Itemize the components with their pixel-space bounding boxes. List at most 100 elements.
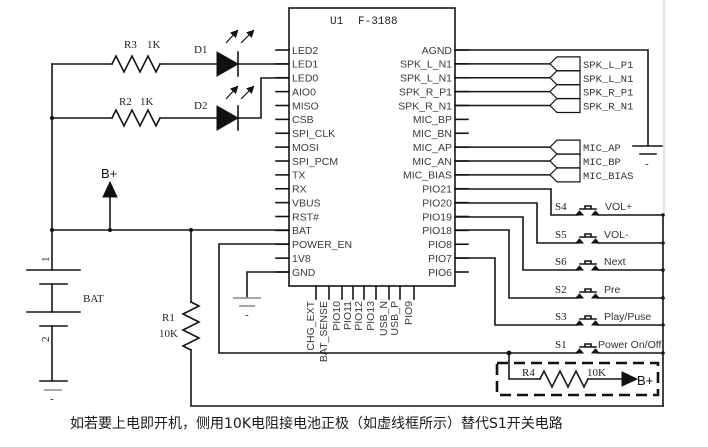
switch-function: VOL+	[605, 201, 632, 213]
pin-label-right: SPK_R_N1	[398, 100, 452, 112]
connector-label: MIC_BP	[583, 157, 621, 169]
bplus-label: B+	[101, 166, 117, 181]
ic-pins: LED2LED1LED0AIO0MISOCSBSPI_CLKMOSISPI_PC…	[275, 45, 469, 362]
switch-function: Next	[604, 256, 626, 268]
pio21-wire	[454, 188, 579, 216]
switch-ref: S2	[555, 284, 567, 296]
connector-label: SPK_L_P1	[583, 60, 633, 72]
pin-label-bottom: USB_N	[378, 301, 390, 336]
switch-ref: S1	[555, 339, 567, 351]
pin-label-left: SPI_CLK	[292, 128, 335, 140]
pin-label-left: AIO0	[292, 86, 316, 98]
r1-ref: R1	[162, 312, 175, 324]
pin-label-right: PIO7	[428, 253, 452, 265]
r1-value: 10K	[159, 328, 178, 340]
ground-label: -	[50, 393, 54, 405]
pin-label-right: MIC_BIAS	[403, 170, 452, 182]
pin-label-left: CSB	[292, 114, 314, 126]
pin-label-bottom: PIO11	[342, 301, 354, 330]
switch-ref: S6	[555, 256, 567, 268]
connector-label: SPK_R_N1	[583, 102, 633, 114]
light-arrow-icon	[225, 85, 239, 100]
switch-s5: S5 VOL-	[555, 229, 665, 245]
dashed-box	[495, 361, 660, 397]
light-arrow-icon	[240, 85, 255, 100]
pin-label-left: BAT	[292, 225, 312, 237]
resistor-r1	[181, 300, 201, 352]
caption: 如若要上电即开机，侧用10K电阻接电池正极（如虚线框所示）替代S1开关电路	[70, 415, 563, 432]
d1-ref: D1	[194, 44, 207, 56]
r3-value: 1K	[147, 39, 161, 51]
pin-label-left: SPI_PCM	[292, 156, 338, 168]
junction-dot	[661, 241, 665, 245]
power-circuit: B+ 1 2 BAT - R1 10K -	[26, 166, 664, 407]
battery-pin1: 1	[40, 257, 52, 263]
junction-dot	[661, 323, 665, 327]
pin-label-left: MISO	[292, 100, 319, 112]
switch-plunger-icon	[579, 205, 597, 210]
switch-contact	[590, 293, 601, 299]
pin-label-bottom: BAT_SENSE	[318, 301, 330, 362]
pin-label-left: RX	[292, 184, 307, 196]
switch-contact	[590, 238, 601, 244]
ic-part-number: F-3188	[358, 16, 398, 28]
r4-wire-left	[508, 352, 541, 380]
junction-dot	[661, 351, 665, 355]
signal-connectors: SPK_L_P1SPK_L_N1SPK_R_P1SPK_R_N1MIC_APMI…	[454, 56, 633, 183]
pin-label-right: SPK_R_P1	[399, 86, 452, 98]
ic-body	[288, 7, 456, 287]
pin-label-left: TX	[292, 170, 305, 182]
switch-contact	[590, 265, 601, 271]
bplus-arrow-icon	[102, 180, 118, 198]
switch-plunger-icon	[579, 233, 597, 238]
junction-dot	[50, 116, 54, 120]
pin-label-right: SPK_L_N1	[400, 59, 452, 71]
switch-contact	[574, 348, 585, 354]
connector-shape	[549, 139, 581, 155]
connector-label: SPK_L_N1	[583, 74, 633, 86]
pin-label-left: 1V8	[292, 253, 311, 265]
switch-function: VOL-	[604, 229, 629, 241]
gnd-wire	[246, 271, 290, 299]
pin-label-left: POWER_EN	[292, 239, 352, 251]
ground-icon	[632, 145, 663, 155]
pin-label-left: RST#	[292, 211, 319, 223]
switch-contact	[590, 320, 601, 326]
switch-plunger-icon	[579, 315, 597, 320]
pin-label-right: MIC_AP	[413, 142, 452, 154]
r4-value: 10K	[587, 367, 606, 379]
agnd-wire	[454, 49, 649, 147]
connector-shape	[549, 70, 581, 86]
pio7-wire	[454, 257, 579, 326]
ground-icon	[39, 380, 68, 391]
pio18-wire	[454, 229, 579, 299]
switch-contact	[590, 348, 601, 354]
connector-label: MIC_BIAS	[583, 171, 633, 183]
pin-label-left: GND	[292, 267, 316, 279]
connector-shape	[549, 97, 581, 114]
pin-label-left: LED2	[292, 45, 318, 57]
r4-ref: R4	[522, 367, 535, 379]
switch-s6: S6 Next	[555, 256, 665, 272]
switch-function: Power On/Off	[598, 339, 661, 351]
r1-wire-bottom	[190, 349, 664, 407]
connector-shape	[549, 84, 581, 100]
pin-label-right: SPK_L_N1	[400, 73, 452, 85]
connector-shape	[549, 167, 581, 183]
switch-contact	[574, 265, 585, 271]
ground-label: -	[245, 309, 249, 321]
switch-ref: S5	[555, 229, 567, 241]
switch-s1: S1 Power On/Off	[555, 339, 665, 355]
led-d1-icon	[216, 51, 240, 77]
switch-contact	[574, 293, 585, 299]
switch-function: Pre	[604, 284, 621, 296]
pin-label-left: MOSI	[292, 142, 319, 154]
pio19-wire	[454, 216, 579, 271]
connector-shape	[549, 56, 581, 72]
r2-value: 1K	[140, 96, 154, 108]
resistor-r3	[110, 54, 162, 74]
pin-label-right: PIO8	[428, 239, 452, 251]
